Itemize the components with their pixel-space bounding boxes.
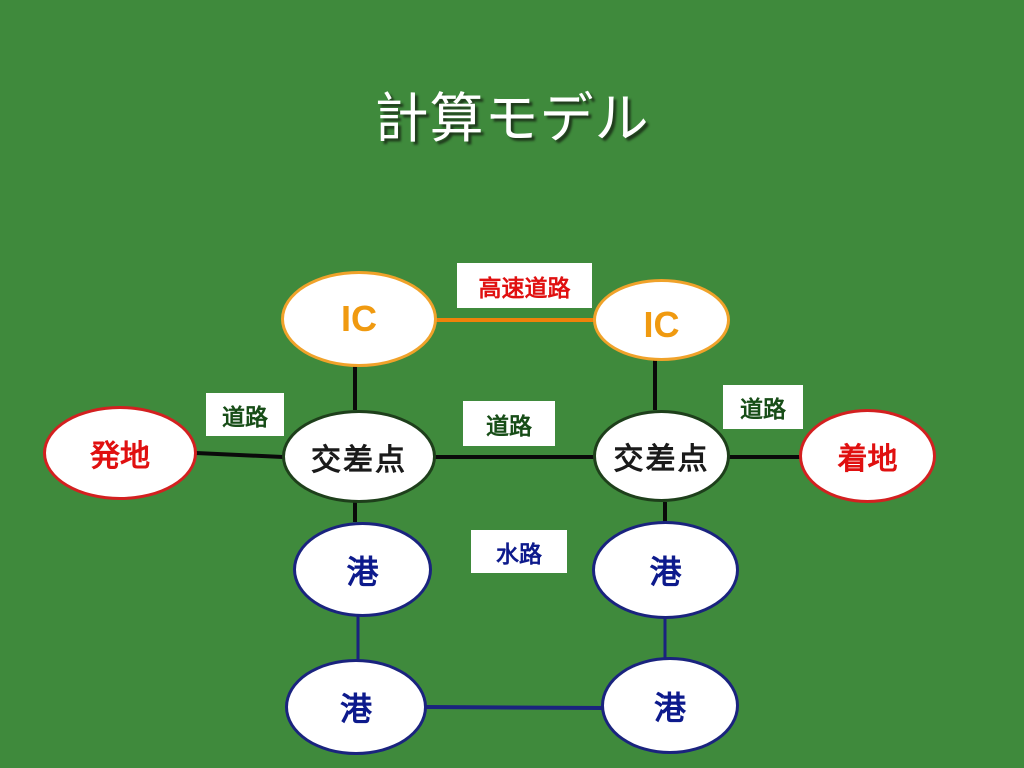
port-node-lower-right: 港	[601, 657, 739, 754]
port-node-upper-right: 港	[592, 521, 739, 619]
road-origin-link	[195, 451, 284, 459]
ic-node-left: IC	[281, 271, 437, 367]
waterway-bottom-link	[425, 705, 603, 710]
slide-title: 計算モデル	[374, 87, 650, 150]
port-node-upper-left: 港	[293, 522, 432, 617]
port-node-lower-left: 港	[285, 659, 427, 755]
waterway-label: 水路	[471, 530, 567, 573]
ic-node-right: IC	[593, 279, 730, 361]
origin-node: 発地	[43, 406, 197, 500]
expressway-label: 高速道路	[457, 263, 592, 308]
intersection-node-left: 交差点	[282, 410, 436, 503]
intersection-node-right: 交差点	[593, 410, 730, 502]
road-label-right: 道路	[723, 385, 803, 429]
destination-node: 着地	[799, 409, 936, 503]
road-label-left: 道路	[206, 393, 284, 436]
road-label-center: 道路	[463, 401, 555, 446]
